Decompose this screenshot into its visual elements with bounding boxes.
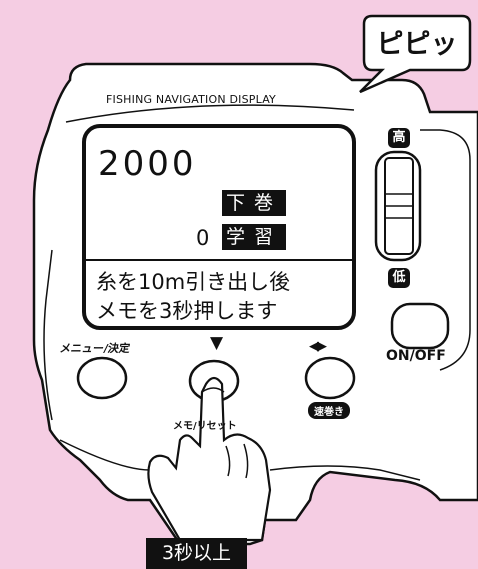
lcd-screen (82, 124, 356, 330)
mode-tag-bottom: 学習 (222, 224, 287, 250)
fast-reel-button (304, 356, 356, 400)
pointing-finger-icon (147, 376, 272, 542)
high-low-dial-hit[interactable] (376, 152, 420, 260)
mode-tag-top: 下巻 (222, 190, 287, 216)
high-icon: 高 (388, 128, 410, 148)
hold-duration-label: 3秒以上 (146, 538, 247, 569)
speech-bubble-icon (359, 14, 472, 94)
depth-value: 2000 (98, 144, 197, 184)
brand-label: FISHING NAVIGATION DISPLAY (106, 93, 276, 106)
fast-reel-button-hit[interactable] (306, 358, 354, 398)
speech-bubble-text: ピピッ (376, 29, 458, 60)
low-icon: 低 (388, 268, 410, 288)
power-button-hit[interactable] (392, 304, 448, 348)
power-label: ON/OFF (386, 348, 446, 364)
menu-button-hit[interactable] (78, 358, 126, 398)
counter-value: 0 (196, 226, 210, 250)
lcd-message-line2: メモを3秒押します (96, 299, 278, 323)
arrow-down-icon: ▼ (210, 333, 224, 353)
memo-button-hit[interactable] (190, 361, 238, 401)
menu-label: メニュー/決定 (58, 342, 132, 355)
lcd-message-line1: 糸を10m引き出し後 (96, 270, 291, 294)
power-button (390, 302, 450, 350)
arrow-left-right-icon: ◀▶ (309, 339, 327, 354)
memo-label: メモ/リセット (173, 421, 237, 432)
menu-button (76, 356, 128, 400)
fast-reel-label: 速巻き (308, 402, 350, 419)
